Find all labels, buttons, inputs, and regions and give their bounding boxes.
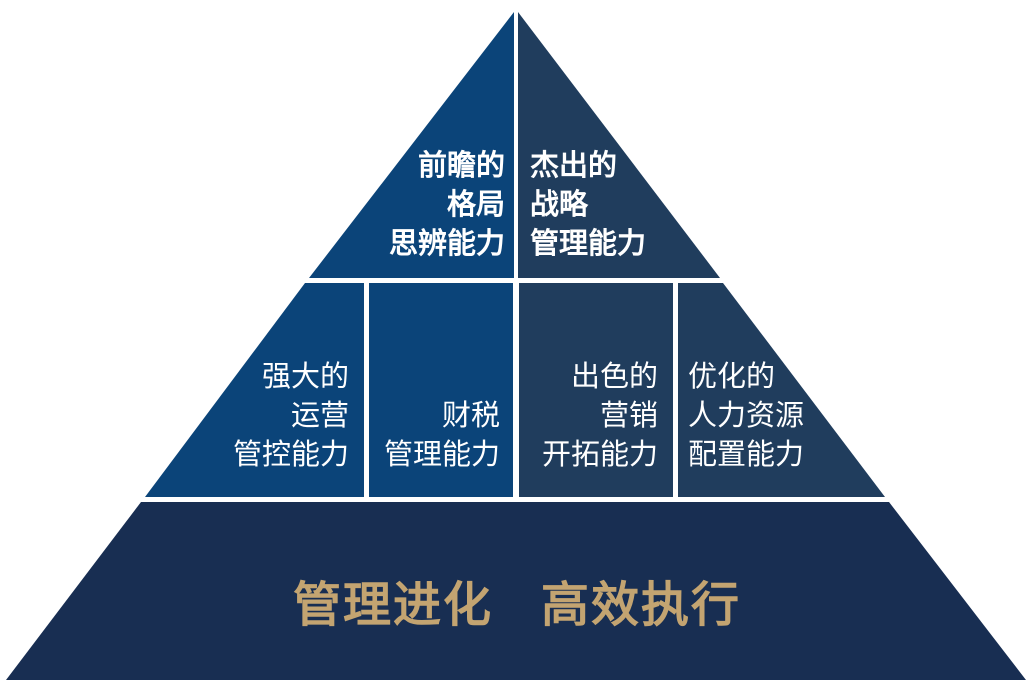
middle-cell-2-line-1: 财税 [441, 398, 500, 432]
top-right-line-1: 杰出的 [530, 148, 618, 182]
middle-cell-1-shape [145, 283, 364, 497]
middle-cell-3-line-1: 出色的 [570, 359, 658, 393]
top-left-label: 前瞻的 格局 思辨能力 [389, 146, 505, 263]
middle-cell-1-line-3: 管控能力 [232, 437, 349, 471]
middle-cell-4-line-3: 配置能力 [688, 437, 805, 471]
middle-cell-4-shape [678, 283, 885, 497]
middle-cell-1-label: 强大的 运营 管控能力 [233, 357, 349, 474]
middle-cell-1-line-1: 强大的 [261, 359, 349, 393]
base-tier-shape [6, 502, 1026, 680]
top-right-label: 杰出的 战略 管理能力 [530, 146, 646, 263]
middle-cell-3-shape [519, 283, 673, 497]
middle-cell-2-label: 财税 管理能力 [384, 396, 500, 474]
top-right-shape [518, 12, 720, 278]
top-right-line-2: 战略 [530, 187, 589, 221]
slogan-right: 高效执行 [541, 577, 742, 633]
middle-cell-3-label: 出色的 营销 开拓能力 [542, 357, 658, 474]
middle-cell-2-shape [369, 283, 513, 497]
top-left-line-2: 格局 [446, 187, 505, 221]
middle-cell-3-line-3: 开拓能力 [541, 437, 658, 471]
middle-cell-3-line-2: 营销 [599, 398, 658, 432]
middle-cell-2-line-2: 管理能力 [383, 437, 500, 471]
slogan-left: 管理进化 [292, 577, 493, 633]
top-right-line-3: 管理能力 [530, 226, 647, 260]
top-left-shape [309, 12, 514, 278]
top-left-line-3: 思辨能力 [388, 226, 505, 260]
base-slogan: 管理进化高效执行 [0, 565, 1034, 635]
middle-cell-4-line-2: 人力资源 [688, 398, 805, 432]
middle-cell-4-line-1: 优化的 [688, 359, 776, 393]
middle-cell-4-label: 优化的 人力资源 配置能力 [688, 357, 804, 474]
middle-cell-1-line-2: 运营 [290, 398, 349, 432]
top-left-line-1: 前瞻的 [417, 148, 505, 182]
